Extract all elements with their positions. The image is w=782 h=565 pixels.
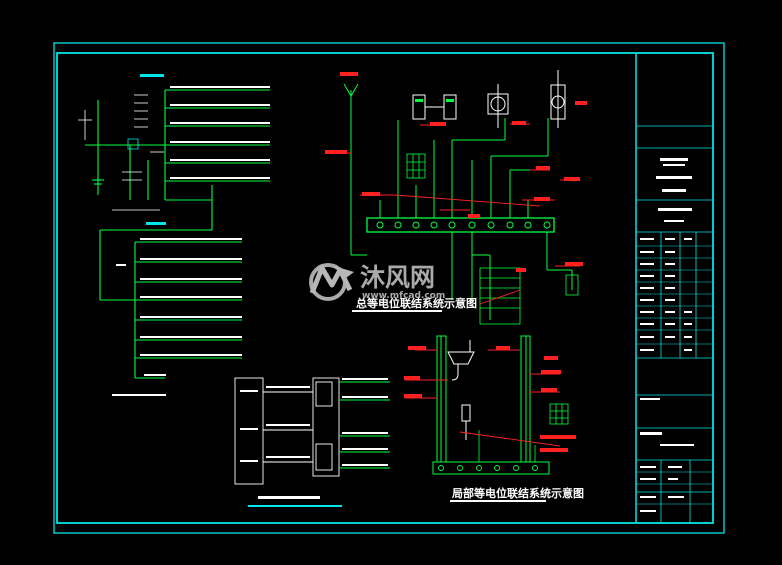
watermark-url: www.mfcad.com [362, 291, 445, 301]
terminal-schedule [234, 377, 390, 507]
main-equipotential-diagram: 总等电位联结系统示意图 [325, 70, 587, 325]
title-block [636, 125, 713, 523]
main-equipotential-title: 总等电位联结系统示意图 [356, 296, 477, 310]
watermark: 沐风网 www.mfcad.com [309, 263, 445, 301]
local-equipotential-title: 局部等电位联结系统示意图 [451, 486, 584, 500]
local-equipotential-diagram: 局部等电位联结系统示意图 [404, 335, 584, 502]
watermark-brand: 沐风网 [360, 263, 435, 292]
drawing-frame [53, 42, 725, 534]
distribution-diagram-upper [78, 74, 270, 378]
panel-label-tag [140, 74, 164, 77]
distribution-diagram-lower [112, 238, 242, 396]
equipotential-busbar [366, 217, 555, 233]
mf-logo-icon [309, 263, 354, 301]
